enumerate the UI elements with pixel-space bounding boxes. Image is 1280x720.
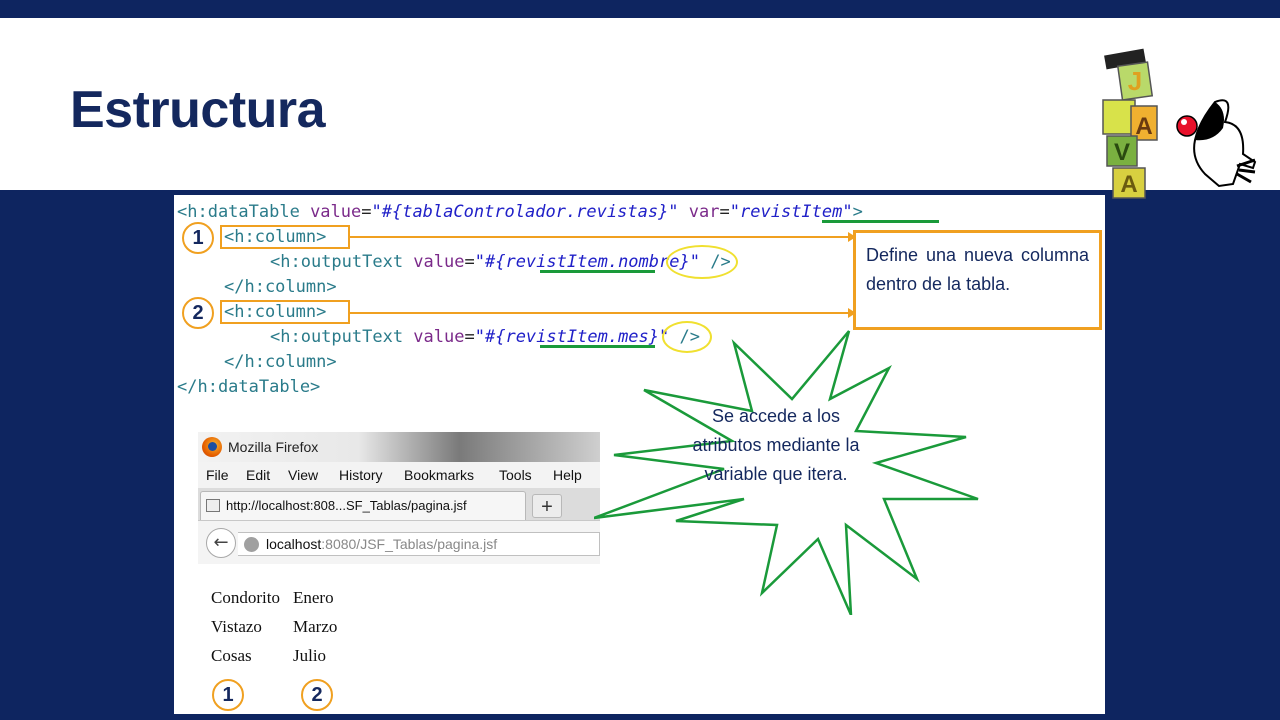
code-line-datatable-open: <h:dataTable value="#{tablaControlador.r… [177, 202, 863, 222]
code-line-datatable-close: </h:dataTable> [177, 377, 321, 397]
menu-edit[interactable]: Edit [246, 467, 271, 483]
callout-define-column: Define una nueva columna dentro de la ta… [853, 230, 1102, 330]
slide-header: Estructura J A V A [0, 18, 1280, 199]
code-line-output-mes: <h:outputText value="#{revistItem.mes}" … [270, 327, 700, 347]
logo-letter-a1: A [1135, 113, 1152, 140]
code-line-column-close-2: </h:column> [224, 352, 337, 372]
output-cell-r2-c1: Vistazo [211, 617, 262, 636]
firefox-window-title: Mozilla Firefox [228, 439, 319, 455]
marker-2: 2 [182, 297, 214, 329]
firefox-titlebar: Mozilla Firefox [198, 432, 600, 462]
firefox-logo-icon [202, 437, 222, 457]
java-duke-logo: J A V A [1102, 48, 1257, 199]
starburst-callout-shape [594, 330, 979, 615]
highlight-column-2 [220, 300, 350, 324]
top-bar [0, 0, 1280, 18]
callout-access-attributes: Se accede a los atributos mediante la va… [692, 406, 860, 484]
highlight-ellipse-nombre [666, 245, 738, 279]
code-line-column-open-1: <h:column> [224, 227, 327, 247]
tab-pagina-jsf[interactable]: http://localhost:808...SF_Tablas/pagina.… [200, 491, 526, 520]
logo-letter-a2: A [1120, 171, 1137, 198]
logo-letter-v: V [1114, 139, 1130, 166]
menu-history[interactable]: History [339, 467, 383, 483]
underline-revistitem-nombre [540, 270, 655, 273]
menu-view[interactable]: View [288, 467, 319, 483]
output-cell-r2-c2: Marzo [293, 617, 338, 636]
menu-help[interactable]: Help [553, 467, 582, 483]
column-marker-1: 1 [212, 679, 244, 711]
logo-letter-j: J [1128, 66, 1142, 96]
url-text: localhost:8080/JSF_Tablas/pagina.jsf [266, 536, 498, 552]
column-marker-2: 2 [301, 679, 333, 711]
url-bar[interactable]: localhost:8080/JSF_Tablas/pagina.jsf [238, 532, 600, 556]
code-line-column-open-2: <h:column> [224, 302, 327, 322]
marker-1: 1 [182, 222, 214, 254]
output-cell-r1-c2: Enero [293, 588, 334, 607]
new-tab-button[interactable]: + [532, 494, 562, 518]
firefox-tabstrip: http://localhost:808...SF_Tablas/pagina.… [198, 488, 600, 520]
underline-revistitem-mes [540, 345, 655, 348]
firefox-screenshot: Mozilla Firefox File Edit View History B… [198, 432, 600, 574]
menu-tools[interactable]: Tools [499, 467, 532, 483]
menu-file[interactable]: File [206, 467, 229, 483]
tab-title: http://localhost:808...SF_Tablas/pagina.… [226, 498, 467, 513]
underline-var-revistitem [822, 220, 939, 223]
firefox-menubar: File Edit View History Bookmarks Tools H… [198, 462, 600, 488]
slide-title: Estructura [70, 81, 326, 139]
slide-content: <h:dataTable value="#{tablaControlador.r… [174, 195, 1105, 714]
output-cell-r3-c1: Cosas [211, 646, 252, 665]
code-line-column-close-1: </h:column> [224, 277, 337, 297]
connector-arrows [350, 232, 856, 318]
highlight-column-1 [220, 225, 350, 249]
page-icon [206, 499, 220, 512]
back-arrow-icon[interactable]: ← [206, 528, 236, 558]
output-cell-r3-c2: Julio [293, 646, 327, 665]
output-cell-r1-c1: Condorito [211, 588, 280, 607]
globe-icon [244, 537, 259, 552]
highlight-ellipse-mes [662, 321, 712, 353]
firefox-navbar: localhost:8080/JSF_Tablas/pagina.jsf ← [198, 520, 600, 564]
menu-bookmarks[interactable]: Bookmarks [404, 467, 475, 483]
